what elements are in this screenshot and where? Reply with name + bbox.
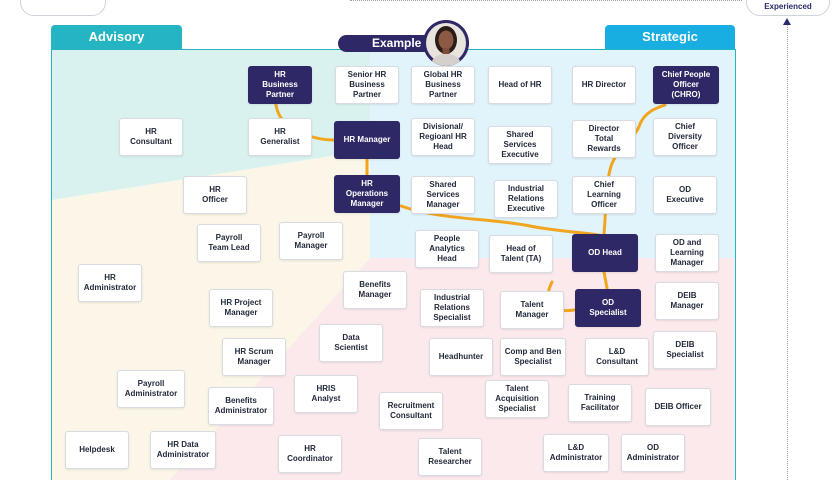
role-benefits-manager[interactable]: Benefits Manager [343, 271, 407, 309]
role-director-total-rewards[interactable]: Director Total Rewards [572, 120, 636, 158]
role-chief-learning-officer[interactable]: Chief Learning Officer [572, 176, 636, 214]
role-deib-specialist[interactable]: DEIB Specialist [653, 331, 717, 369]
role-talent-manager[interactable]: Talent Manager [500, 291, 564, 329]
role-payroll-manager[interactable]: Payroll Manager [279, 222, 343, 260]
role-deib-officer[interactable]: DEIB Officer [645, 388, 711, 426]
role-shared-services-manager[interactable]: Shared Services Manager [411, 176, 475, 214]
experienced-label: Experienced [764, 2, 812, 11]
role-people-analytics-head[interactable]: People Analytics Head [415, 230, 479, 268]
avatar [423, 20, 469, 66]
role-od-executive[interactable]: OD Executive [653, 176, 717, 214]
role-talent-acquisition-specialist[interactable]: Talent Acquisition Specialist [485, 380, 549, 418]
role-industrial-relations-executive[interactable]: Industrial Relations Executive [494, 180, 558, 218]
role-hr-business-partner[interactable]: HR Business Partner [248, 66, 312, 104]
role-head-of-hr[interactable]: Head of HR [488, 66, 552, 104]
role-chief-diversity-officer[interactable]: Chief Diversity Officer [653, 118, 717, 156]
role-ld-consultant[interactable]: L&D Consultant [585, 338, 649, 376]
role-benefits-administrator[interactable]: Benefits Administrator [208, 387, 274, 425]
role-industrial-relations-specialist[interactable]: Industrial Relations Specialist [420, 289, 484, 327]
role-hris-analyst[interactable]: HRIS Analyst [294, 375, 358, 413]
role-hr-data-administrator[interactable]: HR Data Administrator [150, 431, 216, 469]
role-hr-coordinator[interactable]: HR Coordinator [278, 435, 342, 473]
role-payroll-administrator[interactable]: Payroll Administrator [117, 370, 185, 408]
role-hr-generalist[interactable]: HR Generalist [248, 118, 312, 156]
role-global-hr-business-partner[interactable]: Global HR Business Partner [411, 66, 475, 104]
dotted-divider [350, 0, 742, 1]
role-talent-researcher[interactable]: Talent Researcher [418, 438, 482, 476]
role-deib-manager[interactable]: DEIB Manager [655, 282, 719, 320]
role-senior-hr-business-partner[interactable]: Senior HR Business Partner [335, 66, 399, 104]
role-hr-director[interactable]: HR Director [572, 66, 636, 104]
role-divisional-hr-head[interactable]: Divisional/ Regioanl HR Head [411, 118, 475, 156]
arrow-up-icon [783, 18, 791, 25]
role-head-of-talent[interactable]: Head of Talent (TA) [489, 235, 553, 273]
role-hr-manager[interactable]: HR Manager [334, 121, 400, 159]
experience-axis [787, 24, 788, 480]
role-od-specialist[interactable]: OD Specialist [575, 289, 641, 327]
role-ld-administrator[interactable]: L&D Administrator [543, 434, 609, 472]
role-helpdesk[interactable]: Helpdesk [65, 431, 129, 469]
role-hr-officer[interactable]: HR Officer [183, 176, 247, 214]
role-shared-services-executive[interactable]: Shared Services Executive [488, 126, 552, 164]
role-od-head[interactable]: OD Head [572, 234, 638, 272]
role-hr-project-manager[interactable]: HR Project Manager [209, 289, 273, 327]
role-headhunter[interactable]: Headhunter [429, 338, 493, 376]
role-recruitment-consultant[interactable]: Recruitment Consultant [379, 392, 443, 430]
role-comp-and-ben-specialist[interactable]: Comp and Ben Specialist [500, 338, 566, 376]
role-hr-administrator[interactable]: HR Administrator [78, 264, 142, 302]
role-od-and-learning-manager[interactable]: OD and Learning Manager [655, 234, 719, 272]
role-hr-consultant[interactable]: HR Consultant [119, 118, 183, 156]
tab-advisory[interactable]: Advisory [51, 25, 182, 49]
role-hr-operations-manager[interactable]: HR Operations Manager [334, 175, 400, 213]
role-chief-people-officer[interactable]: Chief People Officer (CHRO) [653, 66, 719, 104]
role-hr-scrum-manager[interactable]: HR Scrum Manager [222, 338, 286, 376]
role-data-scientist[interactable]: Data Scientist [319, 324, 383, 362]
role-training-facilitator[interactable]: Training Facilitator [568, 384, 632, 422]
role-payroll-team-lead[interactable]: Payroll Team Lead [197, 224, 261, 262]
tab-strategic[interactable]: Strategic [605, 25, 735, 49]
role-od-administrator[interactable]: OD Administrator [621, 434, 685, 472]
